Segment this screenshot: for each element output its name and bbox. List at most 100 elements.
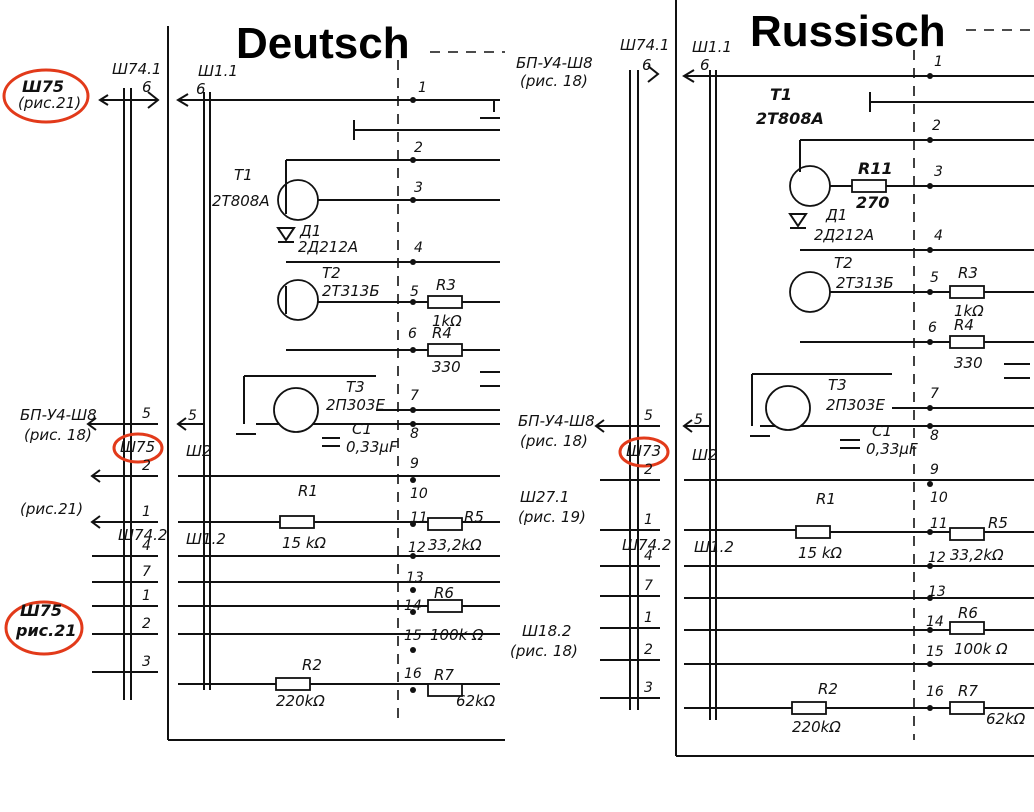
svg-text:6: 6 (928, 320, 937, 336)
svg-text:220kΩ: 220kΩ (276, 692, 325, 710)
svg-text:2: 2 (414, 140, 423, 156)
svg-text:Ш27.1: Ш27.1 (520, 488, 569, 506)
svg-text:62kΩ: 62kΩ (456, 692, 496, 710)
svg-text:2: 2 (142, 458, 151, 474)
left-r1-symbol (279, 515, 315, 529)
svg-text:1kΩ: 1kΩ (432, 312, 462, 330)
svg-text:(рис.21): (рис.21) (20, 500, 83, 518)
right-d1-symbol (788, 213, 808, 228)
svg-text:7: 7 (644, 578, 653, 594)
svg-text:БП-У4-Ш8: БП-У4-Ш8 (516, 54, 593, 72)
svg-text:R6: R6 (958, 604, 978, 622)
svg-text:15 kΩ: 15 kΩ (282, 534, 327, 552)
right-r3-symbol (949, 285, 985, 299)
right-r6-symbol (949, 621, 985, 635)
svg-text:5: 5 (188, 408, 197, 424)
svg-text:3: 3 (142, 654, 151, 670)
left-r3-symbol (427, 295, 463, 309)
svg-text:1: 1 (142, 504, 151, 520)
svg-text:8: 8 (410, 426, 419, 442)
left-t2-symbol (277, 279, 319, 321)
svg-text:33,2kΩ: 33,2kΩ (950, 546, 1004, 564)
svg-text:13: 13 (928, 584, 946, 600)
svg-text:R3: R3 (436, 276, 456, 294)
left-r4-symbol (427, 343, 463, 357)
svg-text:3: 3 (644, 680, 653, 696)
left-highlight-top (2, 68, 90, 124)
svg-text:Ш75: Ш75 (22, 77, 64, 96)
svg-text:(рис. 18): (рис. 18) (520, 432, 588, 450)
svg-text:(рис. 18): (рис. 18) (510, 642, 578, 660)
left-title: Deutsch (236, 19, 410, 68)
svg-text:4: 4 (644, 548, 653, 564)
right-t1-symbol (789, 165, 831, 207)
svg-text:Ш75: Ш75 (120, 438, 155, 456)
svg-text:R6: R6 (434, 584, 454, 602)
svg-text:9: 9 (930, 462, 939, 478)
right-t2-symbol (789, 271, 831, 313)
svg-text:330: 330 (432, 358, 461, 376)
svg-text:5: 5 (142, 406, 151, 422)
left-d1-symbol (276, 227, 296, 242)
svg-text:10: 10 (410, 486, 428, 502)
svg-text:(рис. 18): (рис. 18) (520, 72, 588, 90)
svg-text:1: 1 (142, 588, 151, 604)
svg-text:7: 7 (142, 564, 151, 580)
svg-text:R1: R1 (298, 482, 318, 500)
svg-text:6: 6 (142, 78, 152, 96)
right-r11-symbol (851, 179, 887, 193)
left-highlight-bottom (4, 600, 84, 656)
svg-text:R4: R4 (954, 316, 974, 334)
right-r5-symbol (949, 527, 985, 541)
svg-text:1: 1 (418, 80, 427, 96)
svg-text:16: 16 (404, 666, 422, 682)
left-pin-rows: 1 2 3 4 5 6 7 8 9 10 11 12 13 14 15 16 (256, 80, 500, 693)
svg-text:3: 3 (414, 180, 423, 196)
svg-text:2: 2 (644, 462, 653, 478)
svg-text:T3: T3 (346, 378, 365, 396)
svg-text:100k Ω: 100k Ω (954, 640, 1008, 658)
right-panel: Russisch Ш74.1 6 БП-У4-Ш8 (рис. 18) Ш1.1… (505, 0, 1034, 812)
right-r2-symbol (791, 701, 827, 715)
svg-text:R3: R3 (958, 264, 978, 282)
svg-text:7: 7 (410, 388, 419, 404)
svg-text:5: 5 (644, 408, 653, 424)
svg-text:15: 15 (926, 644, 944, 660)
svg-text:Ш2: Ш2 (186, 442, 212, 460)
svg-text:Ш74.2: Ш74.2 (118, 526, 167, 544)
svg-text:1: 1 (644, 610, 653, 626)
left-r2-symbol (275, 677, 311, 691)
svg-text:2T313Б: 2T313Б (322, 282, 380, 300)
svg-text:4: 4 (142, 538, 151, 554)
left-conn-ext: Ш74.1 (112, 60, 161, 78)
svg-text:(рис.21): (рис.21) (18, 94, 81, 112)
svg-text:2Д212А: 2Д212А (298, 238, 358, 256)
left-panel: Deutsch Ш74.1 6 Ш1.1 6 Ш75 (рис.21) 1 (2, 19, 505, 741)
svg-text:16: 16 (926, 684, 944, 700)
svg-text:Ш74.2: Ш74.2 (622, 536, 671, 554)
left-t3-symbol (273, 387, 319, 433)
svg-text:T2: T2 (322, 264, 341, 282)
svg-text:12: 12 (408, 540, 426, 556)
svg-text:1: 1 (644, 512, 653, 528)
svg-text:1kΩ: 1kΩ (954, 302, 984, 320)
svg-text:270: 270 (856, 193, 889, 212)
left-r7-symbol (427, 683, 463, 697)
svg-text:62kΩ: 62kΩ (986, 710, 1026, 728)
svg-text:(рис. 19): (рис. 19) (518, 508, 586, 526)
right-r7-symbol (949, 701, 985, 715)
svg-text:2П303Е: 2П303Е (326, 396, 385, 414)
svg-text:БП-У4-Ш8: БП-У4-Ш8 (20, 406, 97, 424)
svg-text:3: 3 (934, 164, 943, 180)
svg-text:14: 14 (926, 614, 944, 630)
svg-text:Ш74.1: Ш74.1 (620, 36, 669, 54)
svg-text:10: 10 (930, 490, 948, 506)
svg-text:T3: T3 (828, 376, 847, 394)
svg-text:330: 330 (954, 354, 983, 372)
svg-text:2: 2 (932, 118, 941, 134)
svg-text:R7: R7 (958, 682, 978, 700)
svg-text:R5: R5 (464, 508, 484, 526)
svg-text:5: 5 (930, 270, 939, 286)
svg-text:2T313Б: 2T313Б (836, 274, 894, 292)
svg-text:Д1: Д1 (299, 222, 321, 240)
